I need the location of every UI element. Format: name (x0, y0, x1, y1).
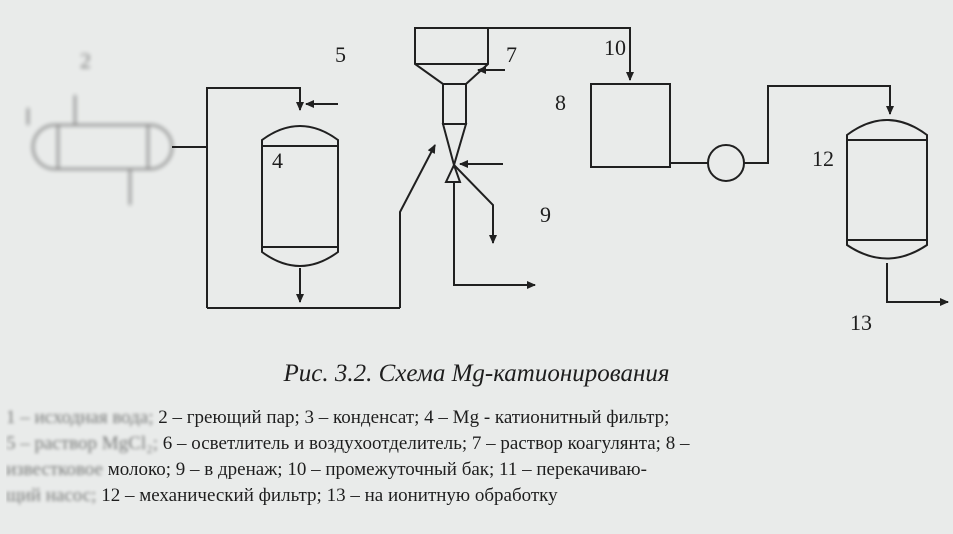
mechanical-filter-12 (846, 119, 928, 260)
legend: 1 – исходная вода; 2 – греющий пар; 3 – … (6, 405, 946, 509)
process-diagram: 2 4 5 7 9 10 8 12 (27, 27, 949, 335)
feed-to-filter-line (206, 87, 304, 308)
intermediate-tank-10 (590, 83, 671, 168)
drain-line (453, 164, 497, 244)
heater (27, 95, 173, 205)
to-ion-exchange-line (886, 263, 949, 306)
to-clarifier-line (399, 144, 436, 308)
label-9: 9 (540, 202, 551, 227)
legend-line-2-faded: 5 – раствор MgCl₂; (6, 433, 159, 454)
clarifier-6 (414, 27, 489, 183)
legend-line-3-faded: известковое (6, 459, 103, 480)
legend-line-4-faded: щий насос; (6, 485, 97, 506)
figure-caption: Рис. 3.2. Схема Mg-катионирования (283, 360, 670, 387)
legend-line-2-text: 6 – осветлитель и воздухоотделитель; 7 –… (158, 433, 690, 454)
label-7: 7 (506, 42, 517, 67)
legend-line-2: 5 – раствор MgCl₂; 6 – осветлитель и воз… (6, 431, 946, 457)
to-intermediate-tank-line (488, 27, 634, 81)
clarifier-bottom-outlet (453, 182, 536, 289)
legend-line-1-faded: 1 – исходная вода; (6, 407, 154, 428)
label-2: 2 (80, 48, 91, 73)
legend-line-4: щий насос; 12 – механический фильтр; 13 … (6, 483, 946, 509)
label-13: 13 (850, 310, 872, 335)
mg-cation-filter-4 (261, 125, 339, 267)
label-8: 8 (555, 90, 566, 115)
legend-line-3-text: молоко; 9 – в дренаж; 10 – промежуточный… (102, 459, 647, 480)
legend-line-1-text: 2 – греющий пар; 3 – конденсат; 4 – Mg -… (153, 407, 670, 428)
pump-11 (707, 144, 745, 182)
label-12: 12 (812, 146, 834, 171)
legend-line-4-text: 12 – механический фильтр; 13 – на ионитн… (96, 485, 558, 506)
label-10: 10 (604, 35, 626, 60)
legend-line-3: известковое молоко; 9 – в дренаж; 10 – п… (6, 457, 946, 483)
label-5: 5 (335, 42, 346, 67)
pump-to-filter-line (744, 85, 894, 164)
legend-line-1: 1 – исходная вода; 2 – греющий пар; 3 – … (6, 405, 946, 431)
label-4: 4 (272, 148, 283, 173)
